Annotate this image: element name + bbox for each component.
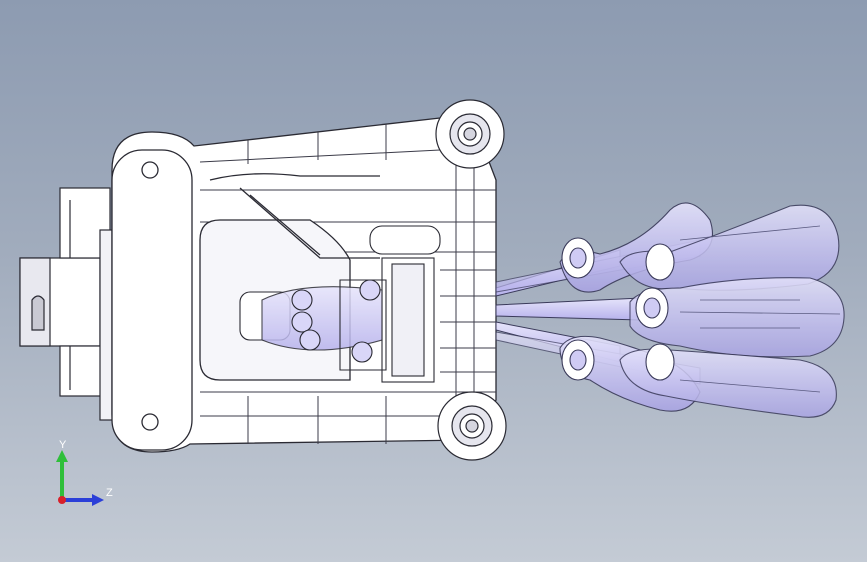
main-housing-frame (111, 111, 497, 453)
x-axis-dot (58, 496, 66, 504)
pivot-bolt-bottom (437, 391, 507, 461)
gimbal-mechanism (239, 225, 441, 383)
z-axis-label: Z (106, 487, 113, 499)
y-axis-label: Y (59, 439, 67, 451)
shift-knob-ghosts (559, 202, 845, 418)
axis-triad: Y Z (56, 439, 113, 506)
pivot-bolt-top (435, 99, 505, 169)
mounting-block-left (19, 187, 115, 421)
